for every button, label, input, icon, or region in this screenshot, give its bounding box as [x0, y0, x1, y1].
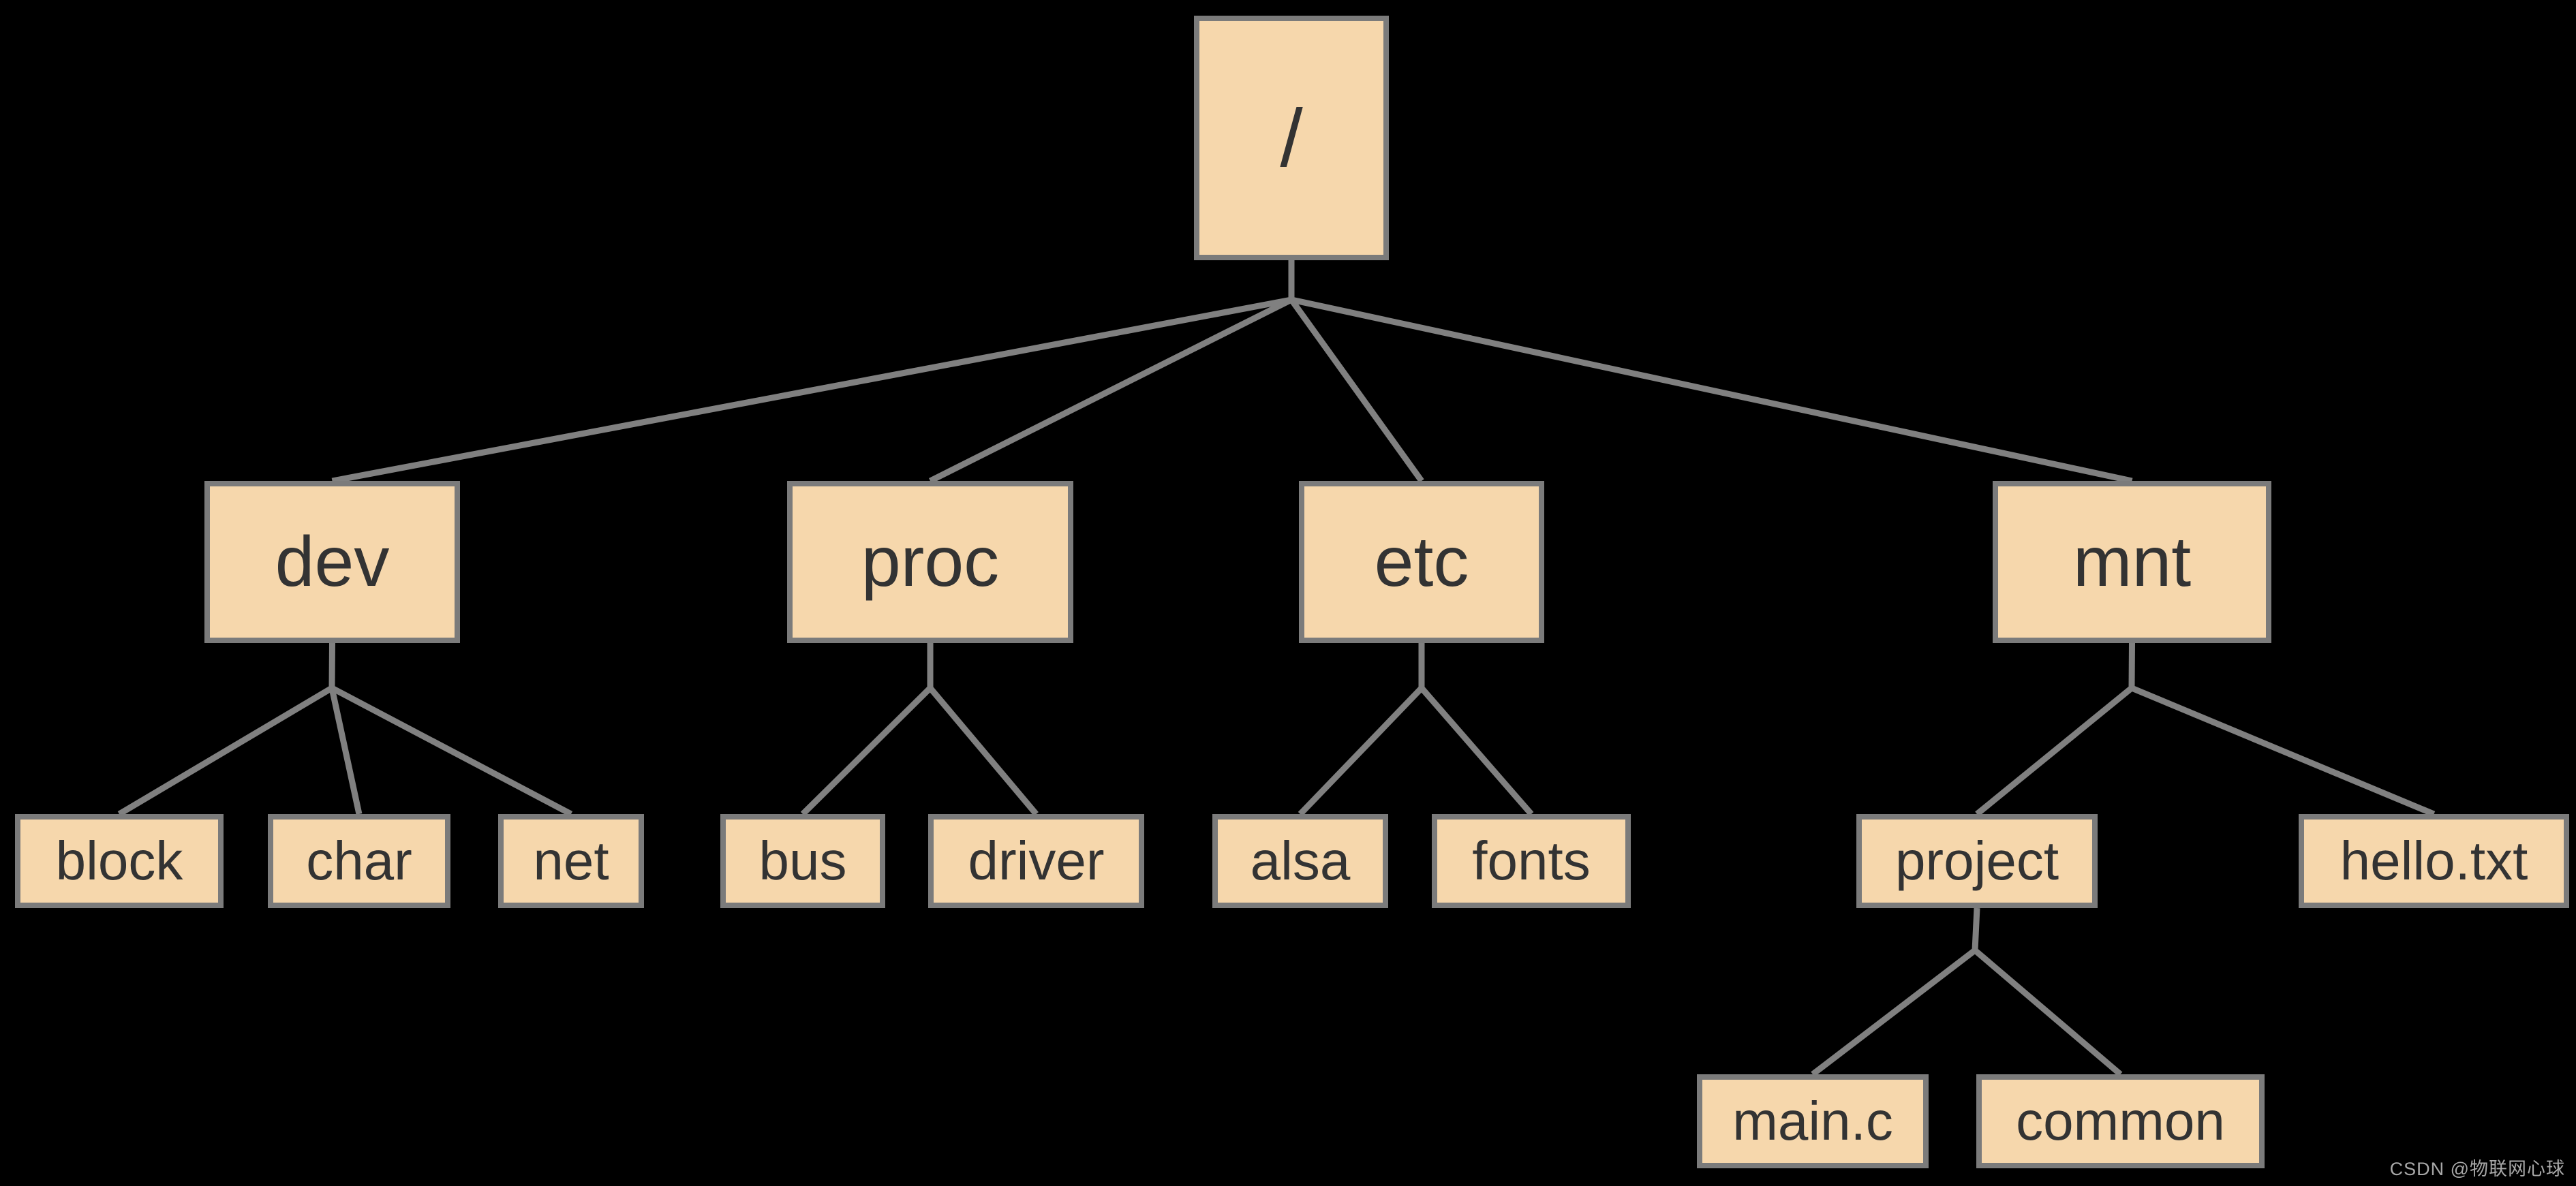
edge-mnt-hello — [2130, 685, 2436, 817]
node-project: project — [1856, 814, 2098, 908]
node-label-mnt: mnt — [2072, 522, 2192, 602]
edge-etc-fonts — [1419, 686, 1534, 816]
edge-proc-driver — [927, 686, 1039, 816]
edge-dev-block — [117, 685, 334, 817]
node-net: net — [498, 814, 644, 908]
node-proc: proc — [787, 481, 1073, 643]
node-label-block: block — [55, 830, 183, 891]
node-alsa: alsa — [1212, 814, 1388, 908]
edge-etc-alsa — [1298, 685, 1424, 817]
node-label-bus: bus — [758, 830, 847, 891]
node-root: / — [1194, 16, 1389, 260]
node-common: common — [1976, 1074, 2265, 1168]
edge-stub-project — [1972, 907, 1980, 951]
node-label-char: char — [306, 830, 412, 891]
edge-stub-dev — [328, 642, 335, 689]
node-block: block — [15, 814, 224, 908]
edge-dev-char — [328, 687, 363, 815]
node-label-net: net — [533, 830, 609, 891]
edge-root-proc — [928, 296, 1293, 484]
node-label-common: common — [2016, 1091, 2225, 1151]
edge-root-dev — [331, 296, 1292, 484]
edge-root-etc — [1289, 298, 1424, 483]
node-fonts: fonts — [1432, 814, 1631, 908]
node-dev: dev — [204, 481, 460, 643]
csdn-watermark: CSDN @物联网心球 — [2389, 1159, 2565, 1179]
node-mnt: mnt — [1993, 481, 2271, 643]
edge-project-common — [1973, 948, 2123, 1077]
node-label-root: / — [1280, 92, 1303, 184]
node-mainc: main.c — [1697, 1074, 1929, 1168]
node-label-alsa: alsa — [1250, 830, 1351, 891]
node-label-hello: hello.txt — [2340, 830, 2528, 891]
node-label-proc: proc — [861, 522, 1000, 602]
node-driver: driver — [928, 814, 1144, 908]
edge-project-mainc — [1811, 948, 1977, 1077]
node-char: char — [268, 814, 450, 908]
node-hello: hello.txt — [2299, 814, 2569, 908]
node-label-etc: etc — [1374, 522, 1469, 602]
edge-mnt-project — [1975, 685, 2134, 817]
node-label-project: project — [1895, 830, 2059, 891]
edge-dev-net — [330, 685, 573, 817]
edge-proc-bus — [800, 685, 933, 817]
node-etc: etc — [1299, 481, 1544, 643]
node-label-dev: dev — [275, 522, 390, 602]
edge-root-mnt — [1291, 296, 2133, 484]
node-label-fonts: fonts — [1472, 830, 1591, 891]
node-bus: bus — [720, 814, 885, 908]
node-label-driver: driver — [968, 830, 1105, 891]
node-label-mainc: main.c — [1732, 1091, 1893, 1151]
